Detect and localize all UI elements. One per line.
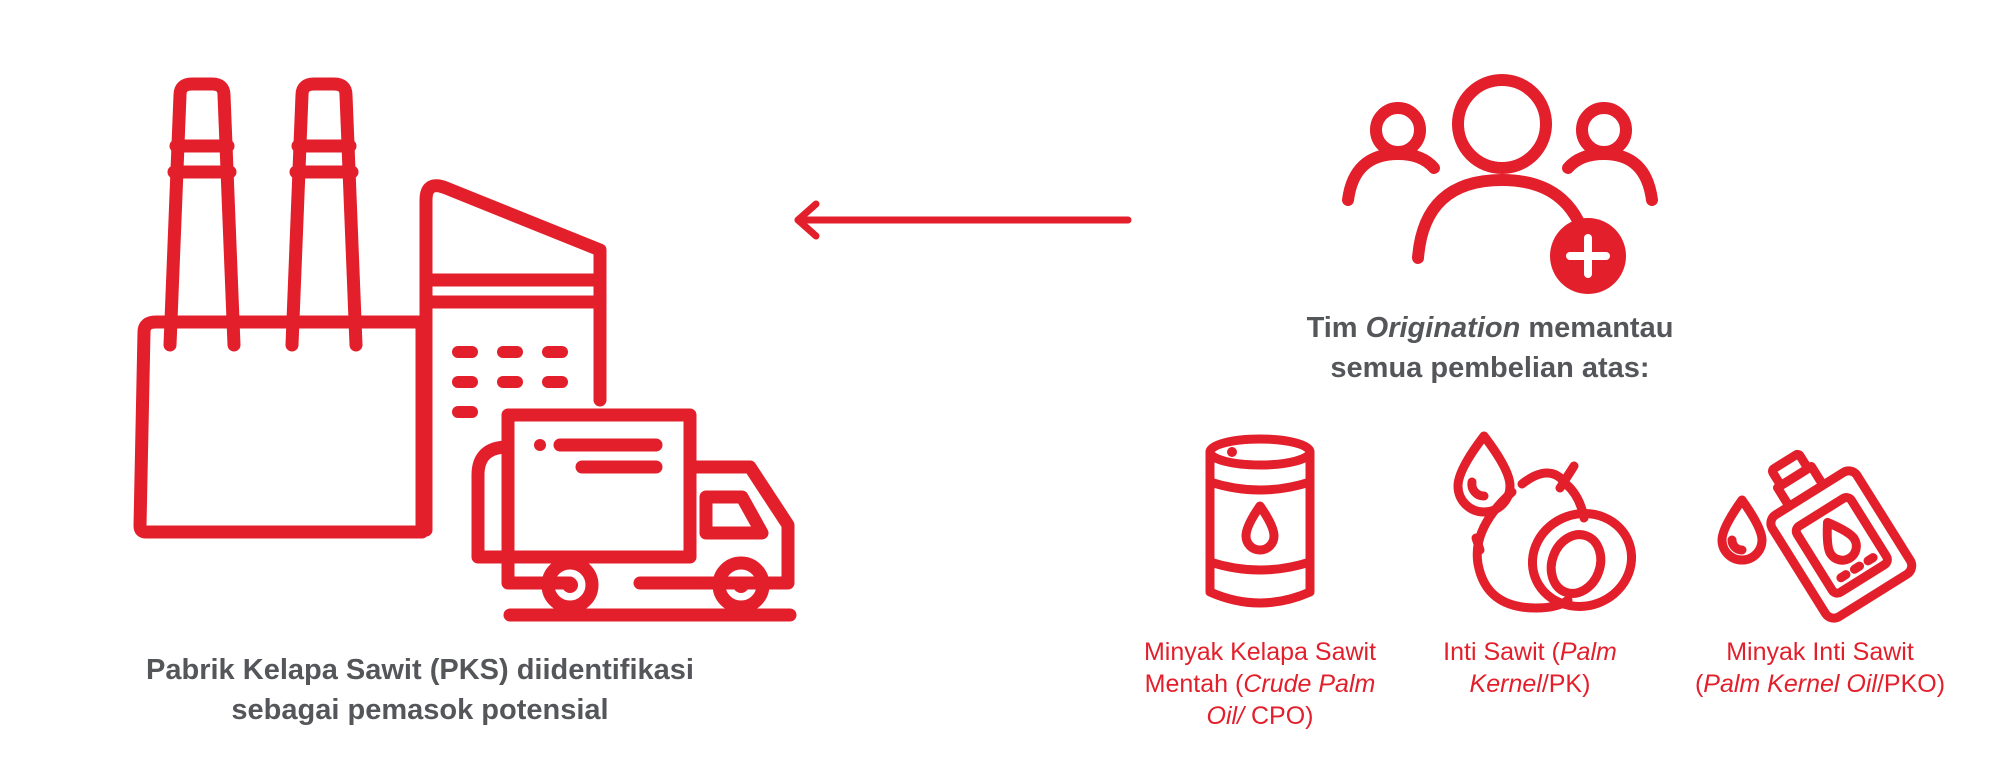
team-caption: Tim Origination memantau semua pembelian… xyxy=(1306,312,1674,384)
palm-kernel-icon xyxy=(1453,431,1637,613)
product-label-pko: Minyak Inti Sawit (Palm Kernel Oil/PKO) xyxy=(1694,638,1946,698)
factory-icon xyxy=(133,77,607,539)
product-label-cpo: Minyak Kelapa Sawit Mentah (Crude Palm O… xyxy=(1143,638,1377,730)
add-team-icon xyxy=(1342,74,1658,294)
oil-barrel-icon xyxy=(1205,434,1315,608)
product-label-pk: Inti Sawit (Palm Kernel/PK) xyxy=(1443,638,1617,698)
delivery-truck-icon xyxy=(471,408,797,622)
factory-caption: Pabrik Kelapa Sawit (PKS) diidentifikasi… xyxy=(146,654,694,726)
arrow-left-icon xyxy=(794,200,1132,240)
oil-jerrycan-icon xyxy=(1717,449,1917,623)
